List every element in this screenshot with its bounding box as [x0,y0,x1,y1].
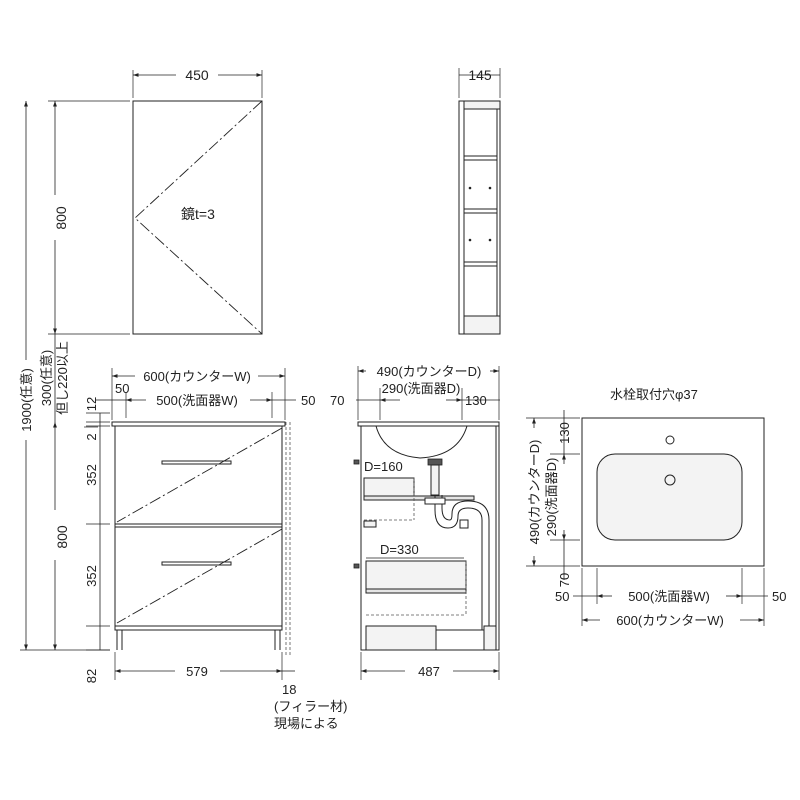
plan-front-margin-dim: 70 [557,573,572,587]
overall-height-dims: 1900(任意) 300(任意) 但し220以上 [19,101,110,651]
mirror-outline [132,100,263,335]
faucet-hole-label: 水栓取付穴φ37 [610,387,698,402]
plan-counter-width-dim: 600(カウンターW) [616,613,724,628]
mirror-height-dim: 800 [53,206,69,230]
side-back-margin-dim: 130 [465,393,487,408]
top-thickness-dim: 12 [84,397,99,411]
lower-drawer-height-dim: 352 [84,565,99,587]
side-body-depth-dim: 487 [418,664,440,679]
mirror-width-dim: 450 [185,67,209,83]
plan-back-margin-dim: 130 [557,422,572,444]
mirror-cabinet-side [458,100,501,335]
total-height-dim: 1900(任意) [19,368,34,432]
plan-bowl-depth-dim: 290(洗面器D) [544,458,559,537]
counter-top [111,421,286,427]
vanity-plan-view: 水栓取付穴φ37 490(カウンターD) 130 290(洗面器D) 70 50… [526,387,786,628]
upper-drawer-depth-label: D=160 [364,459,403,474]
lower-drawer-swing [116,528,283,624]
side-front-margin-dim: 70 [330,393,344,408]
body-width-dim: 579 [186,664,208,679]
vanity-front-view: 600(カウンターW) 50 500(洗面器W) 50 12 2 352 352… [53,368,347,731]
leg-height-dim: 82 [84,669,99,683]
filler-site-note: 現場による [274,716,339,731]
upper-drawer-height-dim: 352 [84,464,99,486]
plan-left-margin-dim: 50 [555,589,569,604]
mirror-front-view: 鏡t=3 450 800 [48,67,263,335]
plan-right-margin-dim: 50 [772,589,786,604]
lower-drawer-depth-label: D=330 [380,542,419,557]
filler-note: (フィラー材) [274,699,347,714]
mirror-depth-dim: 145 [468,67,492,83]
top-lip-dim: 2 [84,433,99,440]
vanity-side-view: D=160 D=330 490(カウンターD) [330,364,500,680]
upper-gap-dim: 300(任意) [39,350,54,406]
cabinet-height-dim: 800 [54,525,70,549]
side-counter-top [357,421,500,427]
plan-bowl [596,453,743,541]
front-left-margin-dim: 50 [115,381,129,396]
upper-gap-note: 但し220以上 [55,341,70,415]
side-bowl [375,425,468,459]
side-bowl-depth-dim: 290(洗面器D) [382,381,461,396]
plan-bowl-width-dim: 500(洗面器W) [628,589,710,604]
mirror-side-view: 145 [458,67,501,335]
upper-drawer-swing [116,427,283,523]
front-right-margin-dim: 50 [301,393,315,408]
side-counter-depth-dim: 490(カウンターD) [377,364,482,379]
cabinet-body [114,425,283,627]
lower-drawer-handle [161,561,232,566]
mirror-glass-label: 鏡t=3 [181,206,215,222]
upper-drawer-handle [161,460,232,465]
filler-width-dim: 18 [282,682,296,697]
plan-counter-depth-dim: 490(カウンターD) [527,440,542,545]
counter-width-dim: 600(カウンターW) [143,369,251,384]
bowl-width-dim: 500(洗面器W) [156,393,238,408]
drain-hole [664,474,676,486]
faucet-hole [665,435,675,445]
plan-counter-outline [581,417,765,567]
mirror-hinge-line [134,100,263,335]
